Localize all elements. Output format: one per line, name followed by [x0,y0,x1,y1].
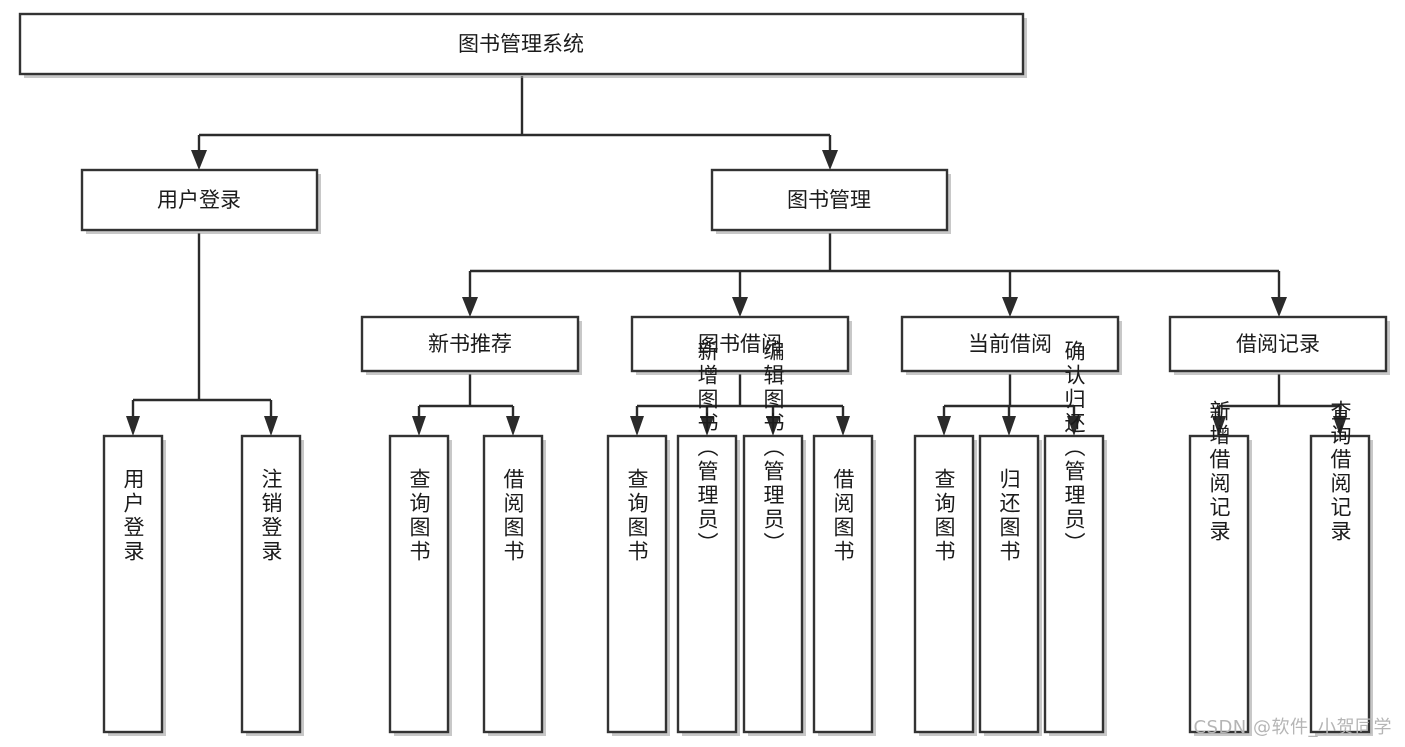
node-leaf-query-record[interactable]: 查询借阅记录 [1309,400,1373,736]
node-leaf-logout-label: 注销登录 [259,468,283,564]
arrow-bm-to-borrow-record [1271,297,1287,317]
node-leaf-confirm-return[interactable]: 确认归还（管理员） [1043,340,1107,736]
arrow-bm-to-current-borrow [1002,297,1018,317]
node-leaf-borrow-book-1-label: 借阅图书 [501,468,525,564]
node-leaf-query-record-box[interactable] [1309,434,1371,734]
arrow-bb-to-leaf3 [766,416,780,436]
node-leaf-add-record-box[interactable] [1188,434,1250,734]
node-leaf-add-record[interactable]: 新增借阅记录 [1188,400,1252,736]
arrow-user-login-to-leaf1 [126,416,140,436]
node-root-box[interactable] [18,12,1025,76]
node-current-borrow[interactable]: 当前借阅 [900,315,1122,375]
edge-group-current-borrow [937,374,1081,436]
arrow-bm-to-new-book [462,297,478,317]
arrow-bb-to-leaf4 [836,416,850,436]
edge-group-borrow-record [1212,374,1347,436]
node-leaf-query-book-3-label: 查询图书 [932,468,956,564]
node-leaf-edit-book[interactable]: 编辑图书（管理员） [742,340,806,736]
node-leaf-add-book[interactable]: 新增图书（管理员） [676,340,740,736]
node-user-login[interactable]: 用户登录 [80,168,321,234]
node-leaf-query-book-1-label: 查询图书 [407,468,431,564]
node-borrow-record-label: 借阅记录 [1236,332,1320,356]
node-leaf-user-login-label: 用户登录 [121,468,145,564]
arrow-br-to-leaf2 [1333,416,1347,436]
node-current-borrow-box[interactable] [900,315,1120,373]
arrow-user-login-to-leaf2 [264,416,278,436]
edge-group-root [191,76,838,170]
node-leaf-logout[interactable]: 注销登录 [240,434,304,736]
node-user-login-box[interactable] [80,168,319,232]
node-leaf-borrow-book-1[interactable]: 借阅图书 [482,434,546,736]
edge-group-new-book-rec [412,374,520,436]
node-root-label: 图书管理系统 [458,32,584,56]
node-new-book-rec[interactable]: 新书推荐 [360,315,582,375]
arrow-br-to-leaf1 [1212,416,1226,436]
node-leaf-return-book-box[interactable] [978,434,1040,734]
arrow-bb-to-leaf2 [700,416,714,436]
arrow-cb-to-leaf2 [1002,416,1016,436]
node-leaf-return-book[interactable]: 归还图书 [978,434,1042,736]
node-leaf-logout-box[interactable] [240,434,302,734]
arrow-nbr-to-leaf1 [412,416,426,436]
node-leaf-borrow-book-2[interactable]: 借阅图书 [812,434,876,736]
node-leaf-user-login[interactable]: 用户登录 [102,434,166,736]
node-leaf-query-record-label: 查询借阅记录 [1328,400,1352,544]
node-leaf-edit-book-label: 编辑图书（管理员） [761,340,785,556]
node-new-book-rec-box[interactable] [360,315,580,373]
arrow-bb-to-leaf1 [630,416,644,436]
node-leaf-add-book-label: 新增图书（管理员） [695,340,719,556]
arrow-bm-to-book-borrow [732,297,748,317]
node-leaf-query-book-2-label: 查询图书 [625,468,649,564]
edge-group-book-manage [462,233,1287,317]
node-leaf-query-book-2[interactable]: 查询图书 [606,434,670,736]
node-leaf-borrow-book-2-box[interactable] [812,434,874,734]
node-book-manage-box[interactable] [710,168,949,232]
node-book-manage[interactable]: 图书管理 [710,168,951,234]
node-book-borrow-label: 图书借阅 [698,332,782,356]
node-leaf-edit-book-box[interactable] [742,434,804,734]
node-leaf-confirm-return-box[interactable] [1043,434,1105,734]
node-book-manage-label: 图书管理 [787,188,871,212]
arrow-nbr-to-leaf2 [506,416,520,436]
node-book-borrow[interactable]: 图书借阅 [630,315,852,375]
node-borrow-record[interactable]: 借阅记录 [1168,315,1390,375]
node-leaf-query-book-3[interactable]: 查询图书 [913,434,977,736]
arrow-cb-to-leaf1 [937,416,951,436]
arrow-root-to-book-manage [822,150,838,170]
node-leaf-user-login-box[interactable] [102,434,164,734]
node-book-borrow-box[interactable] [630,315,850,373]
arrow-root-to-user-login [191,150,207,170]
node-new-book-rec-label: 新书推荐 [428,332,512,356]
node-leaf-query-book-3-box[interactable] [913,434,975,734]
node-leaf-confirm-return-label: 确认归还（管理员） [1062,340,1086,556]
node-user-login-label: 用户登录 [157,188,241,212]
node-leaf-borrow-book-2-label: 借阅图书 [831,468,855,564]
node-current-borrow-label: 当前借阅 [968,332,1052,356]
node-leaf-borrow-book-1-box[interactable] [482,434,544,734]
node-leaf-add-book-box[interactable] [676,434,738,734]
node-leaf-return-book-label: 归还图书 [997,468,1021,564]
node-leaf-add-record-label: 新增借阅记录 [1207,400,1231,544]
node-borrow-record-box[interactable] [1168,315,1388,373]
edge-group-user-login [126,233,278,436]
node-root[interactable]: 图书管理系统 [18,12,1027,78]
node-leaf-query-book-1[interactable]: 查询图书 [388,434,452,736]
arrow-cb-to-leaf3 [1067,416,1081,436]
node-leaf-query-book-1-box[interactable] [388,434,450,734]
node-leaf-query-book-2-box[interactable] [606,434,668,734]
edge-group-book-borrow [630,374,850,436]
